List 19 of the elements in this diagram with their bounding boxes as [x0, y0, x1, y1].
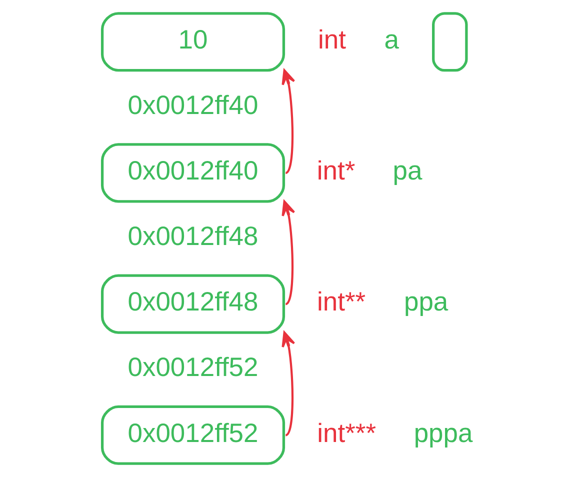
node-label: int**: [317, 286, 366, 317]
arrow: [282, 331, 296, 436]
node-label: int*: [316, 156, 356, 186]
node-label: ppa: [404, 286, 448, 317]
node-label: 0x0012ff48: [128, 221, 258, 252]
node-box: 0x0012ff52: [100, 405, 286, 465]
node-label: int***: [317, 418, 376, 448]
arrow: [282, 69, 296, 174]
node-box: [432, 12, 468, 72]
node-box: 0x0012ff48: [100, 274, 286, 334]
arrow: [282, 200, 296, 305]
node-label: 0x0012ff52: [128, 352, 258, 382]
node-label: a: [384, 24, 399, 54]
node-box: 0x0012ff40: [100, 143, 286, 203]
node-box: 10: [100, 12, 286, 72]
node-label: pa: [392, 156, 422, 186]
node-label: pppa: [414, 418, 473, 448]
node-label: int: [318, 24, 346, 54]
node-label: 0x0012ff40: [128, 90, 258, 120]
